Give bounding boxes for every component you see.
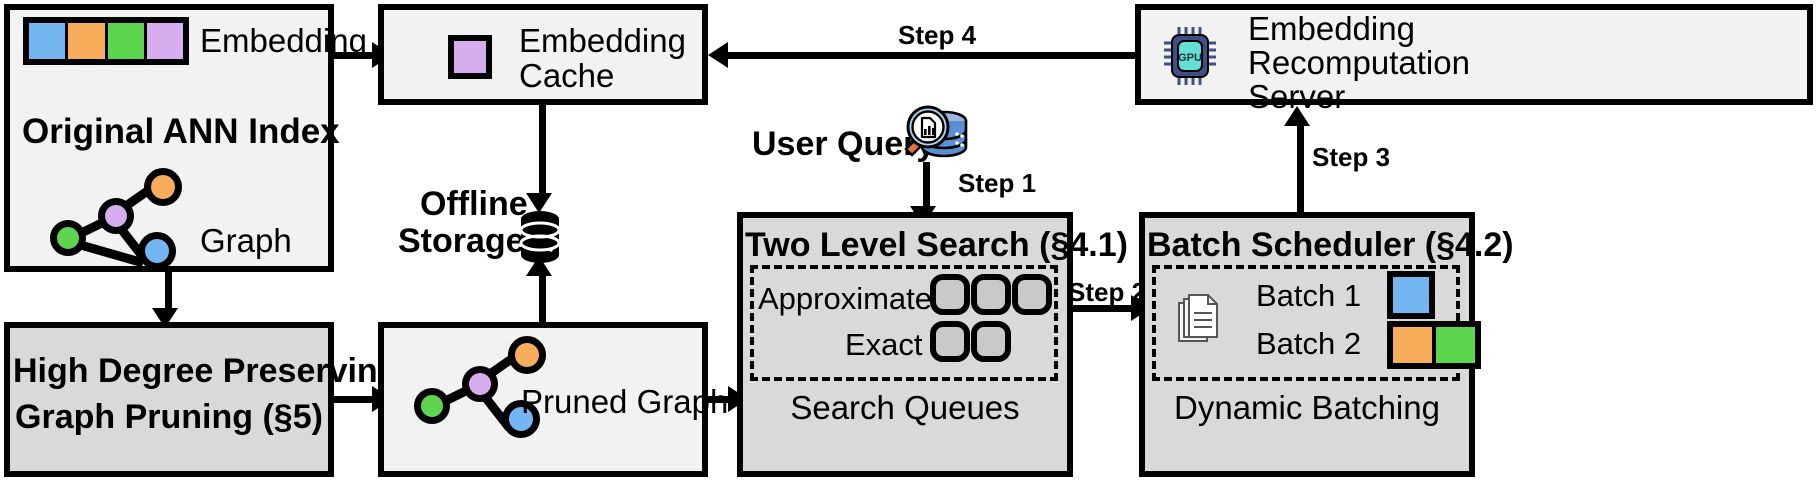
graph-label: Graph	[200, 222, 292, 259]
original-graph-illustration	[40, 168, 200, 270]
pruned-node-blue	[502, 400, 540, 438]
offline-storage-label-line1: Offline	[420, 185, 528, 223]
graph-pruning-title-line1: High Degree Preserving	[13, 352, 399, 390]
recomputation-server-box	[1135, 4, 1813, 105]
exact-row-label: Exact	[845, 327, 923, 362]
embedding-cell-green	[107, 23, 144, 59]
exact-slot-1	[930, 321, 970, 362]
approximate-slot-2	[971, 274, 1011, 315]
pruned-node-green	[414, 388, 450, 424]
graph-node-orange	[144, 168, 182, 206]
svg-text:GPU: GPU	[1178, 52, 1202, 64]
approximate-slot-1	[930, 274, 970, 315]
embedding-cache-box	[378, 4, 708, 105]
search-queues-footer: Search Queues	[790, 389, 1020, 426]
embedding-cell-orange	[68, 23, 105, 59]
graph-pruning-box	[4, 322, 334, 477]
graph-pruning-title-line2: Graph Pruning (§5)	[15, 398, 323, 436]
step1-label: Step 1	[958, 168, 1037, 198]
dynamic-batching-footer: Dynamic Batching	[1174, 389, 1440, 426]
search-queues-panel	[750, 265, 1058, 381]
batch2-squares	[1387, 321, 1481, 369]
recomputation-server-title-line3: Server	[1248, 78, 1346, 115]
embedding-cache-chip	[448, 35, 492, 79]
recomputation-server-title-line2: Recomputation	[1248, 44, 1470, 81]
embedding-cache-title-line2: Cache	[519, 57, 615, 94]
batch1-label: Batch 1	[1256, 278, 1362, 313]
two-level-search-box	[737, 212, 1073, 477]
step3-label: Step 3	[1312, 142, 1391, 172]
pruned-node-purple	[462, 366, 498, 402]
user-query-label: User Query	[752, 125, 936, 163]
approximate-slot-3	[1012, 274, 1052, 315]
graph-node-purple	[98, 198, 134, 234]
embedding-vector-strip	[23, 17, 189, 65]
documents-icon	[1176, 293, 1220, 345]
gpu-icon: GPU	[1162, 25, 1218, 87]
recomputation-server-title-line1: Embedding	[1248, 10, 1415, 47]
batch1-square-blue	[1387, 271, 1435, 319]
pruned-graph-label: Pruned Graph	[521, 383, 729, 420]
graph-node-green	[50, 220, 86, 256]
original-ann-index-title: Original ANN Index	[22, 112, 340, 151]
approximate-row-label: Approximate	[758, 281, 933, 316]
step4-label: Step 4	[898, 20, 977, 50]
embedding-cell-blue	[29, 23, 66, 59]
graph-node-blue	[138, 232, 176, 270]
batch2-label: Batch 2	[1256, 326, 1362, 361]
batch2-square-green	[1436, 327, 1475, 363]
step2-label: Step 2	[1068, 277, 1147, 307]
batch2-square-orange	[1393, 327, 1432, 363]
embedding-cache-title-line1: Embedding	[519, 22, 686, 59]
pruned-node-orange	[508, 336, 546, 374]
pruned-graph-illustration	[404, 336, 564, 448]
offline-storage-label-line2: Storage	[398, 222, 525, 260]
embedding-cell-purple	[146, 23, 183, 59]
batch-scheduler-title: Batch Scheduler (§4.2)	[1147, 226, 1514, 264]
two-level-search-title: Two Level Search (§4.1)	[745, 226, 1128, 264]
query-search-database-icon	[900, 103, 972, 167]
exact-slot-2	[971, 321, 1011, 362]
